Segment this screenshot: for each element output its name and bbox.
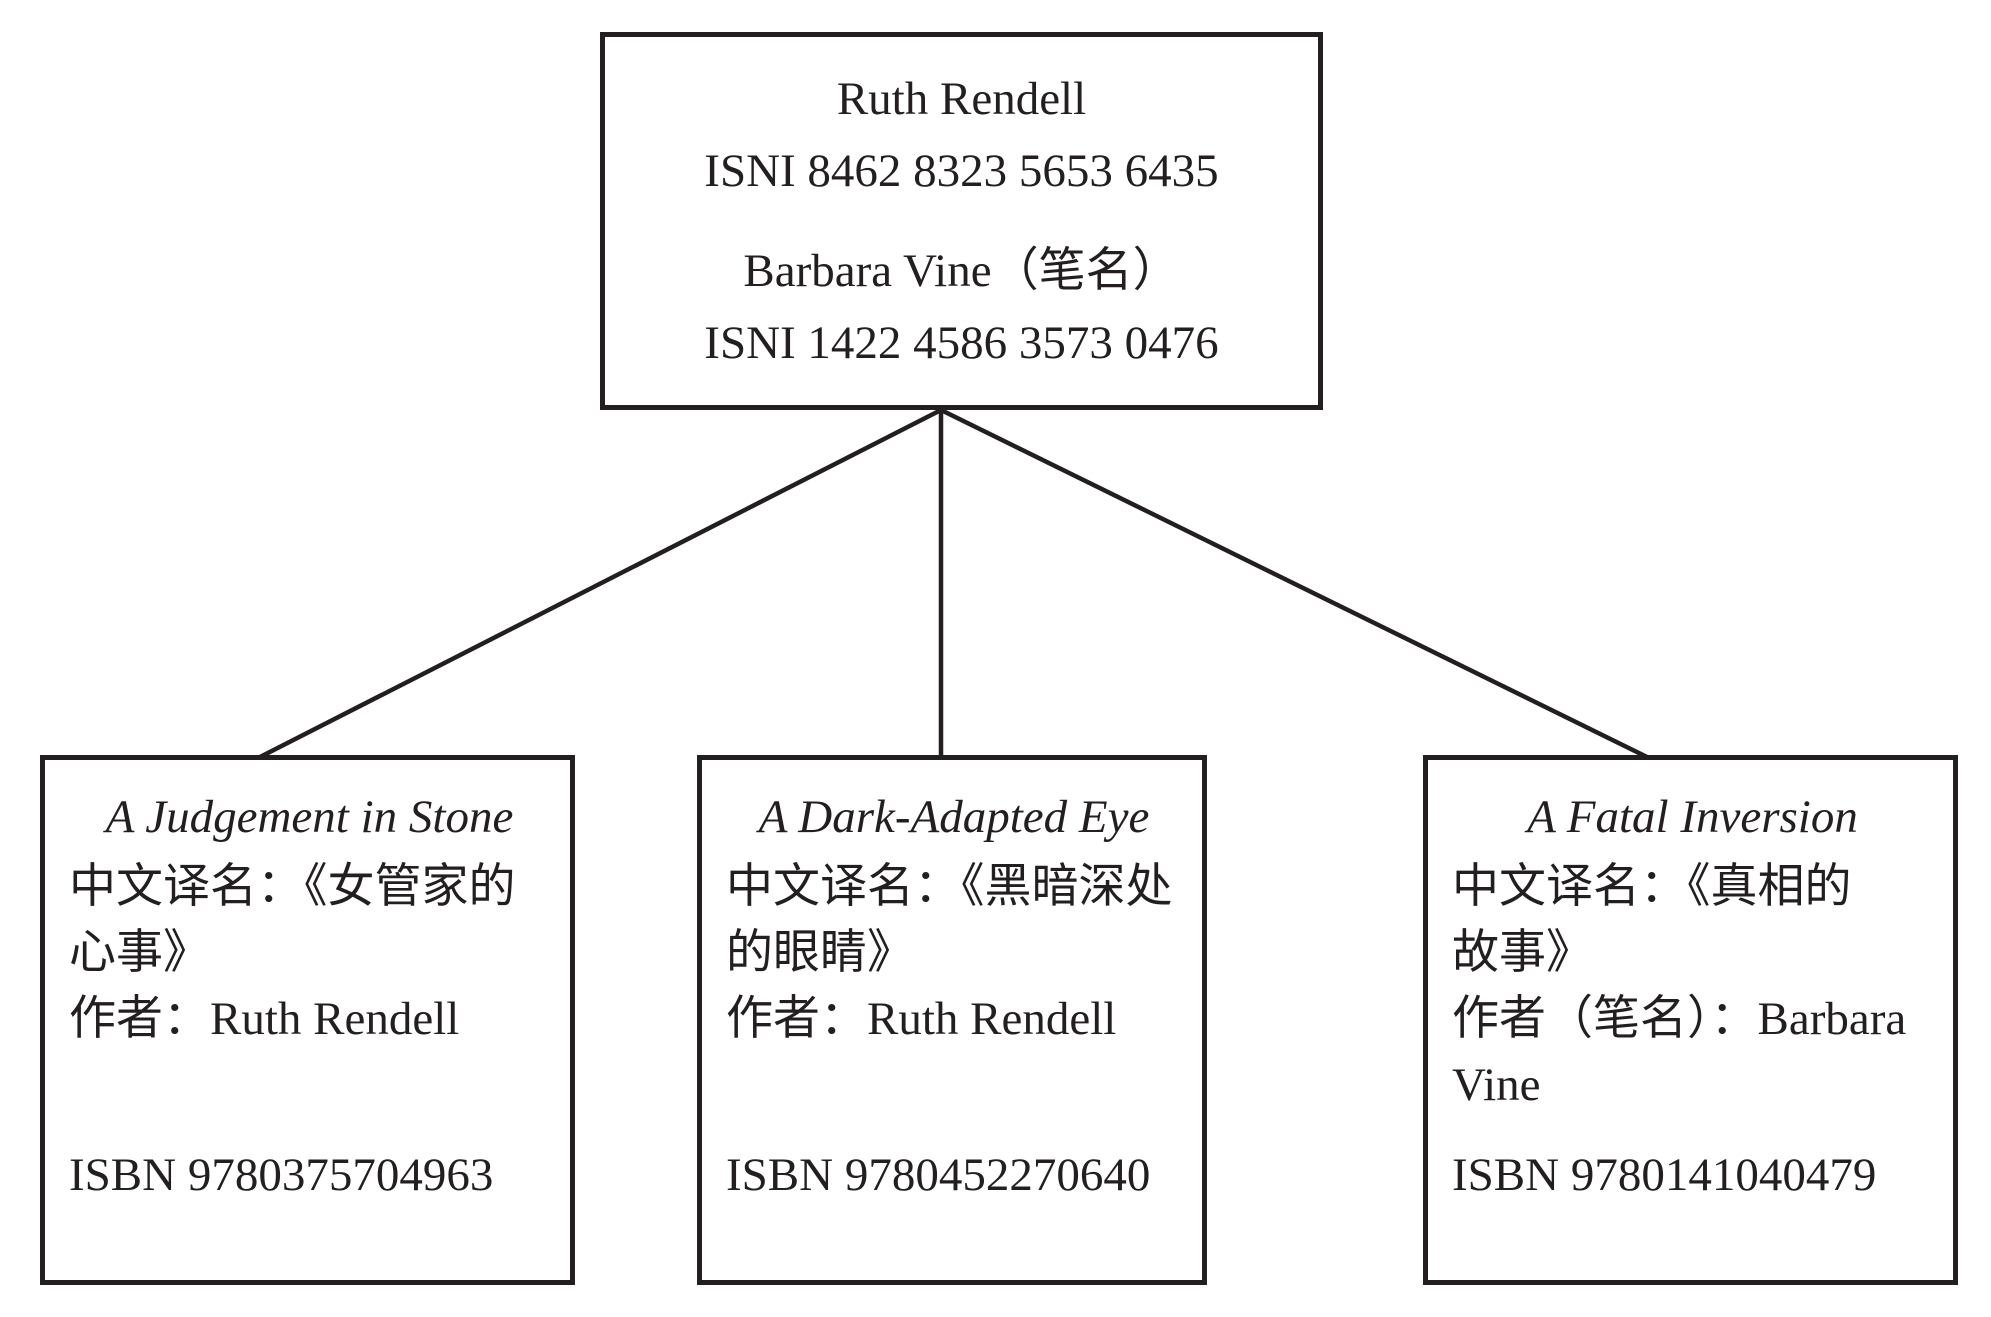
book-card-a-fatal-inversion: A Fatal Inversion 中文译名：《真相的 故事》 作者（笔名）：B…	[1423, 755, 1958, 1285]
book-title: A Fatal Inversion	[1527, 791, 1858, 843]
book-chinese-title-line: 中文译名：《女管家的	[69, 861, 516, 913]
book-chinese-title-line: 中文译名：《真相的	[1452, 861, 1852, 913]
book-author-line: 作者：Ruth Rendell	[726, 993, 1117, 1045]
book-title: A Dark-Adapted Eye	[758, 791, 1150, 843]
pseudonym-isni: ISNI 1422 4586 3573 0476	[704, 317, 1219, 369]
connector-line-left	[258, 407, 943, 760]
book-author-line: 作者（笔名）：Barbara	[1452, 993, 1907, 1045]
book-author-line: Vine	[1452, 1059, 1541, 1111]
pseudonym-name: Barbara Vine（笔名）	[743, 245, 1180, 297]
book-author-line: 作者：Ruth Rendell	[69, 993, 460, 1045]
book-chinese-title-line: 的眼睛》	[726, 927, 914, 979]
book-chinese-title-line: 故事》	[1452, 927, 1593, 979]
book-card-a-judgement-in-stone: A Judgement in Stone 中文译名：《女管家的 心事》 作者：R…	[40, 755, 575, 1285]
book-chinese-title-line: 心事》	[69, 927, 210, 979]
author-card: Ruth Rendell ISNI 8462 8323 5653 6435 Ba…	[600, 32, 1323, 410]
book-card-a-dark-adapted-eye: A Dark-Adapted Eye 中文译名：《黑暗深处 的眼睛》 作者：Ru…	[697, 755, 1207, 1285]
author-name: Ruth Rendell	[836, 73, 1087, 125]
author-isni: ISNI 8462 8323 5653 6435	[704, 145, 1219, 197]
book-isbn: ISBN 9780375704963	[69, 1149, 494, 1201]
book-title: A Judgement in Stone	[105, 791, 514, 843]
book-isbn: ISBN 9780452270640	[726, 1149, 1151, 1201]
book-isbn: ISBN 9780141040479	[1452, 1149, 1877, 1201]
connector-line-right	[940, 407, 1648, 760]
book-chinese-title-line: 中文译名：《黑暗深处	[726, 861, 1173, 913]
